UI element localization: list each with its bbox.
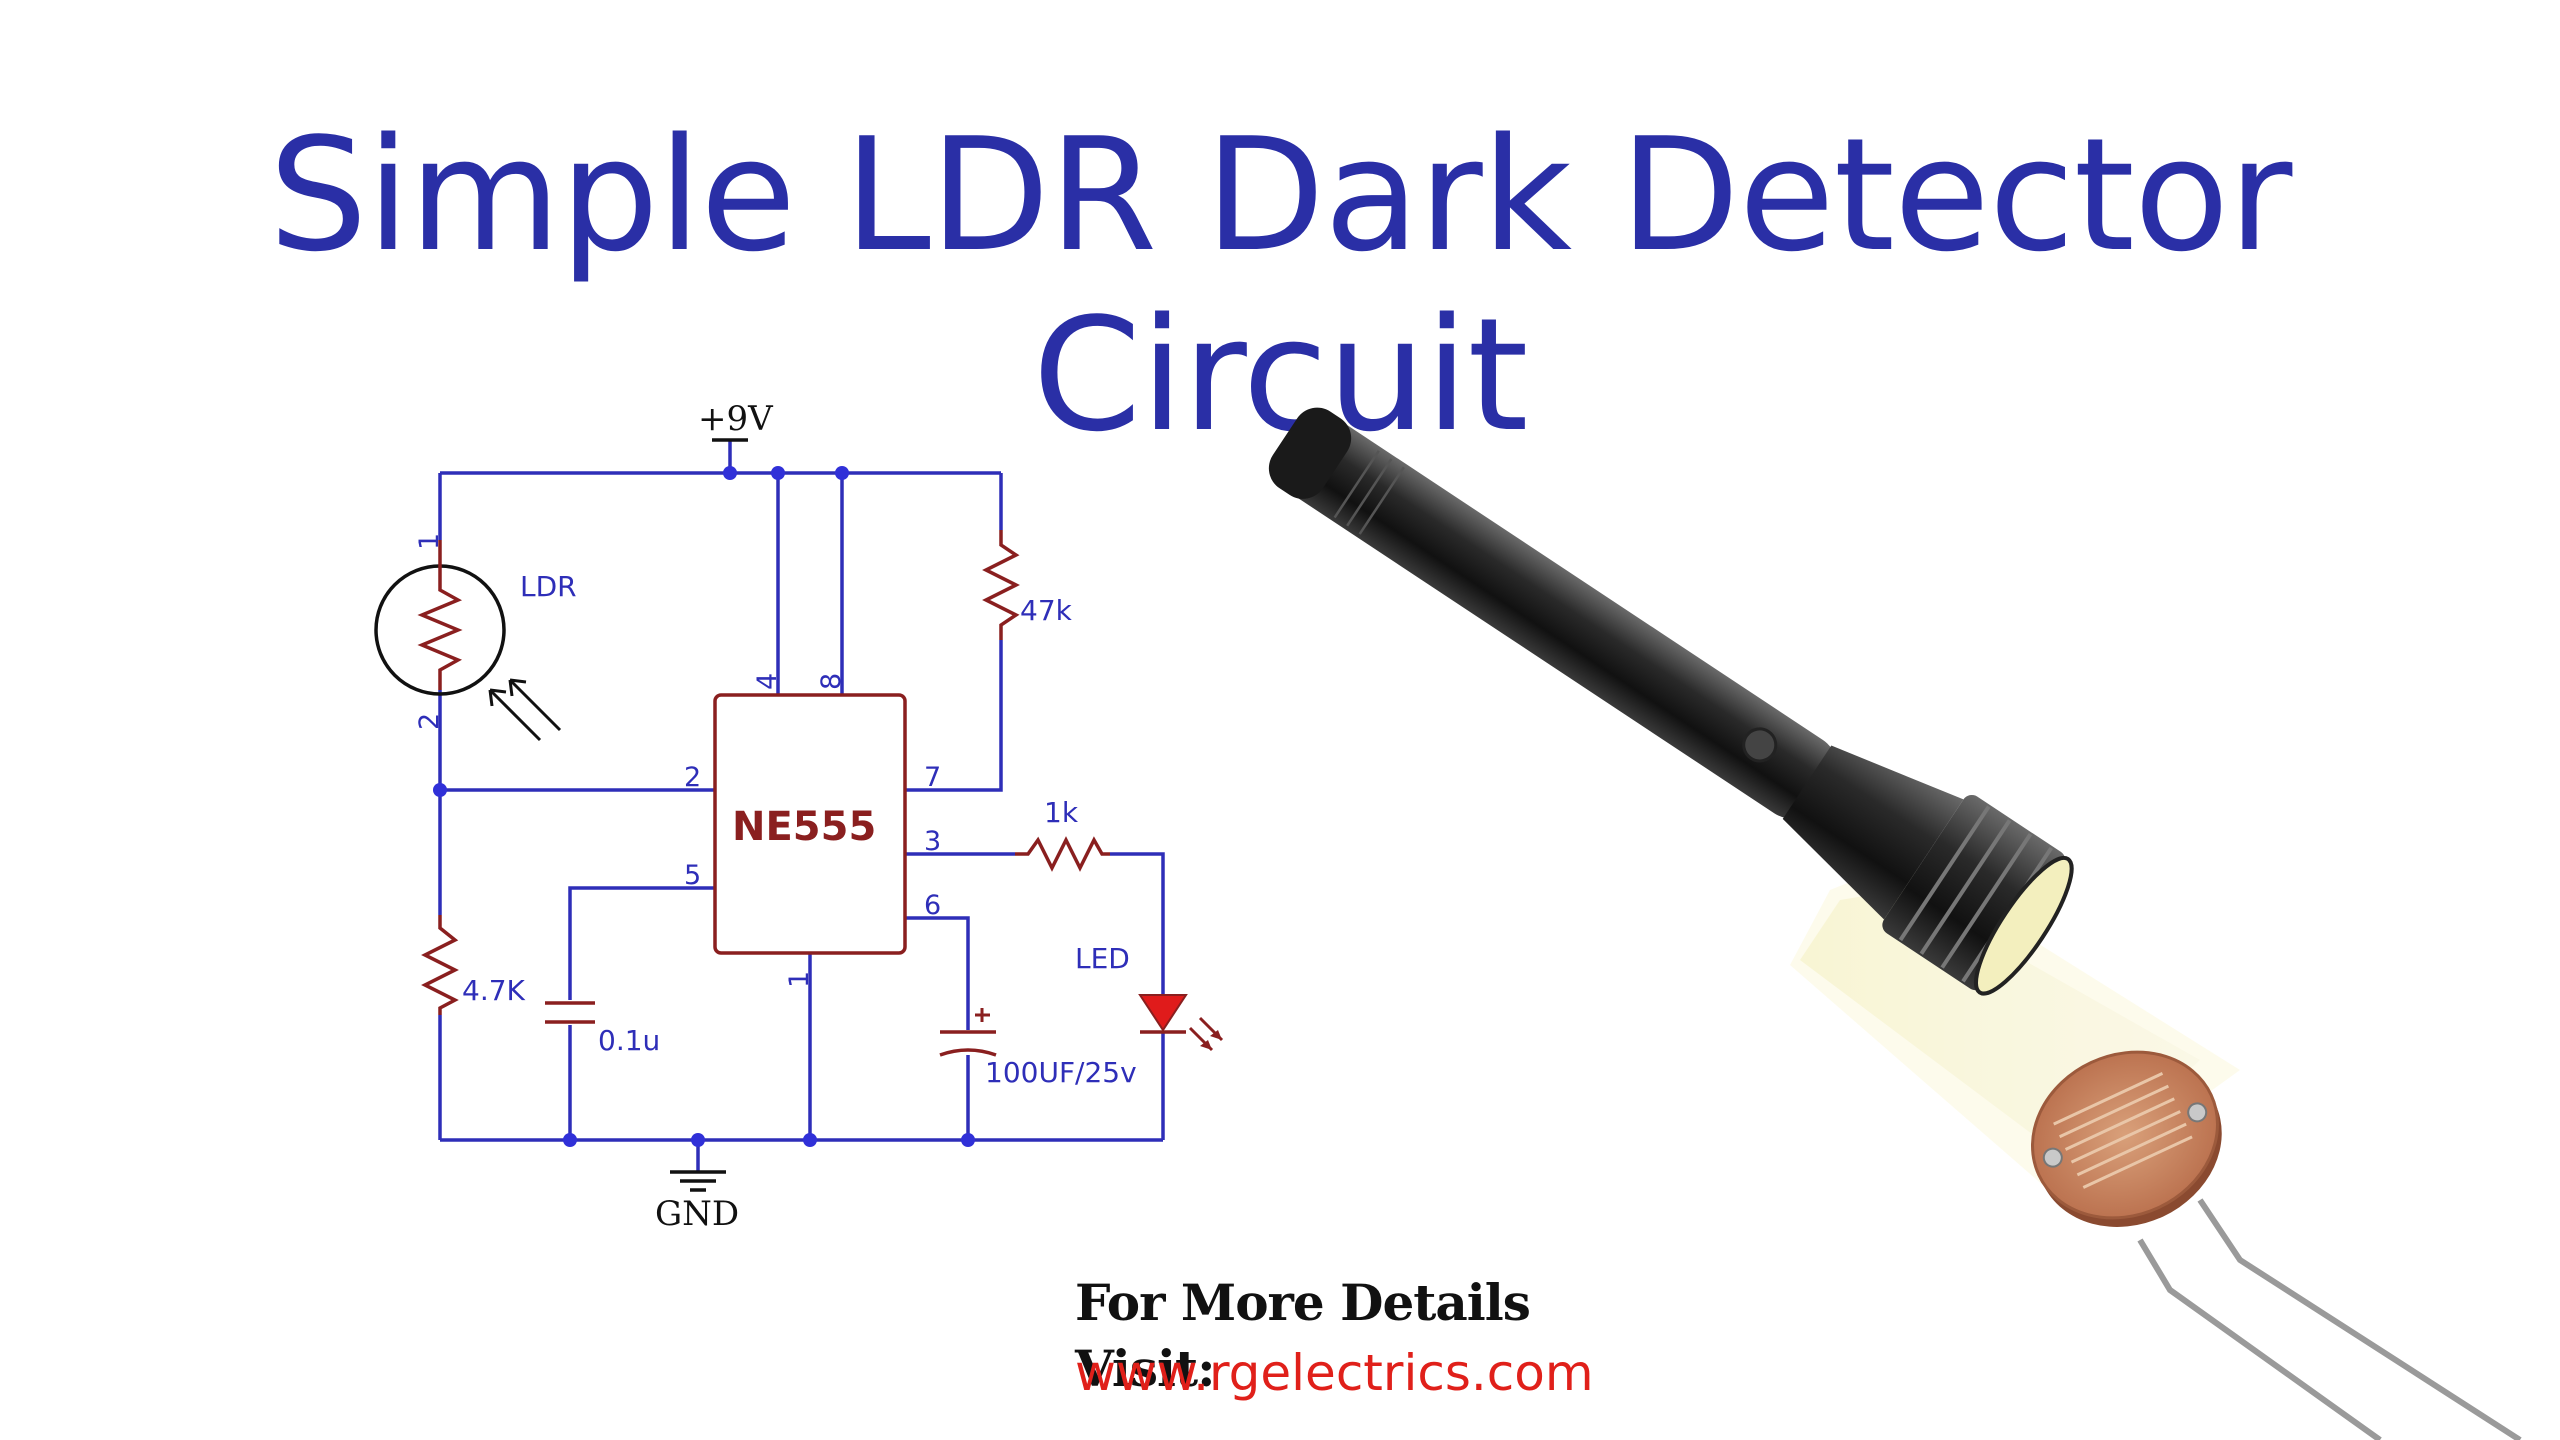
wire-47k-bottom: [905, 640, 1003, 792]
wire-1k-right: [1110, 852, 1165, 995]
flashlight-illustration: [1268, 407, 2074, 996]
ldr-label: LDR: [520, 570, 577, 603]
capacitor-100uf: [939, 1008, 997, 1057]
ic-label: NE555: [732, 804, 876, 850]
ground-label: GND: [655, 1194, 739, 1234]
ldr-pin2: 2: [414, 713, 445, 730]
junction-node: [691, 1133, 705, 1147]
flashlight-lens: [1974, 855, 2074, 996]
capacitor-0u1: [545, 1001, 595, 1024]
wire-pin5: [568, 886, 715, 1000]
resistor-1k: [1015, 836, 1110, 872]
resistor-47k: [982, 530, 1020, 640]
pin-4: 4: [752, 673, 783, 690]
supply-label: +9V: [698, 399, 774, 439]
ground-symbol: [670, 1170, 726, 1192]
ne555-chip: [713, 693, 907, 955]
c01-label: 0.1u: [598, 1024, 660, 1057]
c100-label: 100UF/25v: [985, 1056, 1137, 1089]
wire-pin6: [905, 916, 970, 1030]
junction-node: [771, 466, 785, 480]
website-link[interactable]: www.rgelectrics.com: [1075, 1344, 1594, 1402]
r4k7-label: 4.7K: [462, 974, 526, 1007]
led-symbol: [1138, 994, 1224, 1052]
resistor-4k7: [421, 915, 459, 1015]
pin-5: 5: [684, 860, 701, 891]
junction-node: [835, 466, 849, 480]
pin-2: 2: [684, 762, 701, 793]
junction-node: [433, 783, 447, 797]
led-label: LED: [1075, 942, 1130, 975]
pin-7: 7: [924, 762, 941, 793]
circuit-schematic: +9V GND LDR 1 2 47k 4.7K 1k: [374, 399, 1224, 1234]
visit-label: For More Details Visit:: [1075, 1273, 1531, 1398]
junction-node: [563, 1133, 577, 1147]
page-title: Simple LDR Dark Detector Circuit: [268, 104, 2293, 466]
junction-node: [723, 466, 737, 480]
wires: [438, 440, 1165, 1172]
junction-node: [961, 1133, 975, 1147]
pin-1: 1: [784, 971, 815, 988]
pin-8: 8: [816, 673, 847, 690]
pin-3: 3: [924, 826, 941, 857]
ldr-symbol: [374, 540, 562, 742]
power-button-icon: [1742, 727, 1778, 763]
pin-6: 6: [924, 890, 941, 921]
ldr-photoresistor-illustration: [2031, 1050, 2522, 1440]
junction-node: [803, 1133, 817, 1147]
r1k-label: 1k: [1044, 796, 1079, 829]
r47k-label: 47k: [1020, 594, 1073, 627]
ldr-pin1: 1: [414, 533, 445, 550]
